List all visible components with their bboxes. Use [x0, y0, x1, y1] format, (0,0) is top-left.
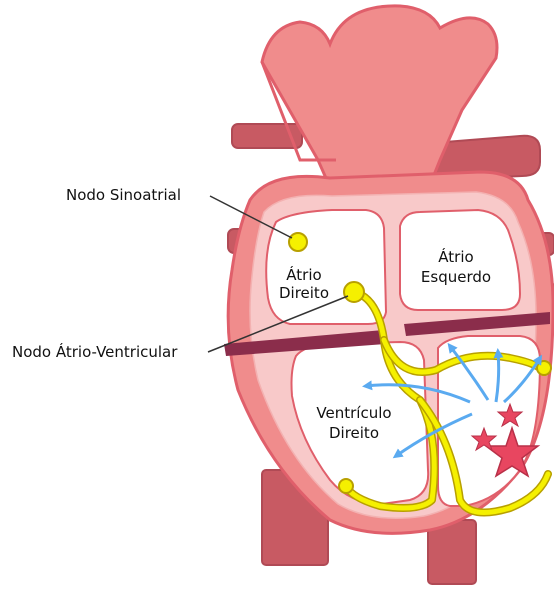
av-node [344, 282, 364, 302]
purkinje-end-left [537, 361, 551, 375]
left-atrium-label-1: Átrio [438, 247, 473, 266]
right-ventricle-label-2: Direito [329, 424, 379, 442]
av-node-label: Nodo Átrio-Ventricular [12, 342, 178, 361]
right-atrium [266, 210, 386, 324]
purkinje-end-right [339, 479, 353, 493]
left-atrium-label-2: Esquerdo [421, 268, 491, 286]
sa-node [289, 233, 307, 251]
sa-node-label: Nodo Sinoatrial [66, 186, 181, 204]
right-ventricle-label-1: Ventrículo [316, 404, 391, 422]
right-atrium-label-1: Átrio [286, 265, 321, 284]
right-atrium-label-2: Direito [279, 284, 329, 302]
